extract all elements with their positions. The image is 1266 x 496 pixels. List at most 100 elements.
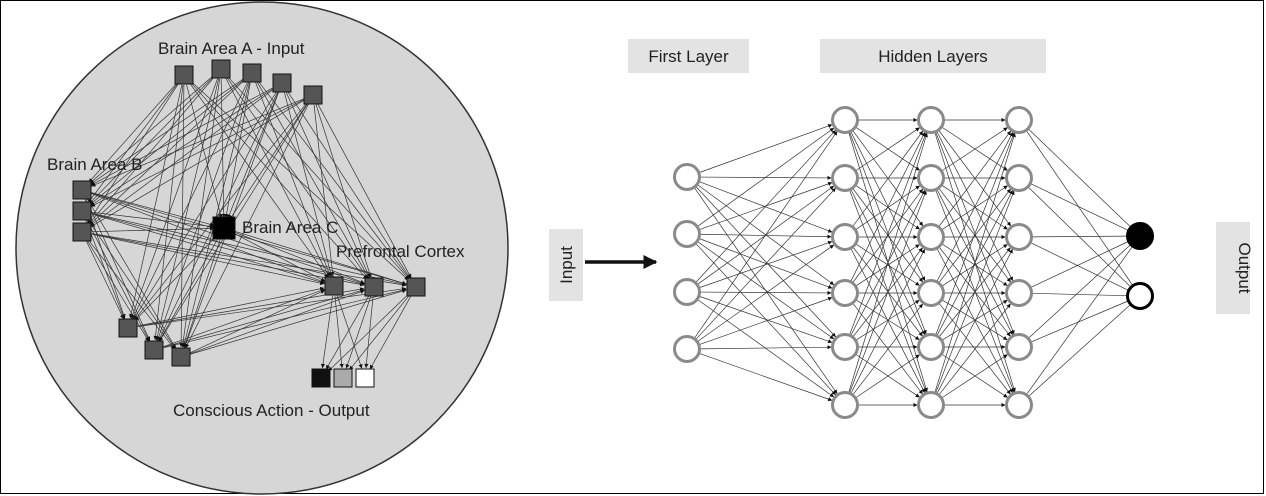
network-connection [855,354,921,399]
brain-connection [226,76,369,280]
brain-connection [91,193,325,283]
brain-connection [233,230,407,285]
brain-area-b-lower-node [144,340,164,360]
output-layer-node [1126,222,1154,250]
brain-connection [156,82,249,341]
output-label: Output [1235,242,1254,293]
brain-connection [87,219,176,349]
brain-connection [90,88,274,206]
brain-connection [91,211,215,229]
brain-connection [255,82,331,277]
network-connection [1027,128,1131,227]
network-connection [850,131,926,282]
brain-connection [91,192,215,227]
network-connection [941,127,1008,172]
brain-connection [233,231,365,284]
brain-connection [137,286,325,327]
brain-connection [91,213,325,284]
hidden-layer-node [831,391,859,419]
brain-connection [189,289,326,354]
brain-area-a-node [303,85,323,105]
brain-connection [134,234,218,322]
brain-connection [256,81,370,279]
network-connection [938,130,1012,228]
network-connection [855,126,921,171]
network-connection [852,303,924,396]
neural-network-panel: First Layer Hidden Layers Input Output [549,39,1254,419]
brain-connection [86,240,150,342]
hidden-layer-node [917,333,945,361]
first-layer-label-box [628,39,749,73]
first-layer-label: First Layer [648,47,729,66]
network-connection [698,295,833,344]
brain-connection [90,87,274,186]
brain-connection [182,82,250,348]
network-connection [941,243,1008,287]
network-connection [696,240,835,340]
brain-connection [189,82,329,279]
network-connection [941,354,1008,399]
network-connection [934,132,1016,394]
brain-connection [91,233,407,287]
network-connection [938,188,1012,284]
output-node [355,368,375,388]
network-connection [696,244,835,343]
hidden-layer-node [831,279,859,307]
brain-connection [91,212,407,286]
network-connection [938,303,1011,396]
brain-area-b-node [72,201,92,221]
brain-connection [91,233,325,286]
brain-connection [91,213,365,286]
network-connection [855,353,921,398]
hidden-layer-node [1005,164,1033,192]
brain-connection [91,192,407,286]
network-connection [941,353,1008,398]
brain-model-panel: Brain Area A - Input Brain Area B Brain … [15,1,509,495]
brain-connection [180,78,220,348]
brain-connection [334,295,344,369]
network-connection [852,130,924,228]
brain-connection [227,92,279,219]
brain-connection [133,102,308,321]
network-connection [698,240,833,289]
network-connection [848,132,928,394]
network-connection [855,299,920,341]
network-connection [936,248,1014,395]
brain-connection [163,288,325,347]
network-connection [695,187,837,341]
input-layer-node [673,220,701,248]
hidden-layer-node [1005,279,1033,307]
output-node [333,368,353,388]
input-layer-node [673,335,701,363]
brain-area-a-node [174,65,194,85]
input-label: Input [557,246,576,284]
prefrontal-cortex-node [364,277,384,297]
conscious-action-output-label: Conscious Action - Output [173,401,370,420]
network-connection [935,190,1015,394]
brain-connection [88,76,215,225]
brain-area-a-node [211,59,231,79]
output-label-box [1216,222,1250,314]
brain-connection [158,236,220,342]
network-connection [698,352,833,402]
brain-nodes [72,59,426,388]
brain-connection [133,91,277,320]
brain-connection [89,79,245,205]
network-connection [1025,246,1133,396]
brain-connection [90,99,305,228]
brain-connection [132,81,248,320]
hidden-layer-node [831,164,859,192]
brain-connection [89,75,214,184]
brain-area-b-label: Brain Area B [47,155,142,174]
network-connection [941,299,1008,341]
brain-connection [257,80,411,280]
hidden-layer-node [917,279,945,307]
prefrontal-cortex-label: Prefrontal Cortex [336,242,465,261]
brain-connection [87,82,179,204]
hidden-layer-node [831,333,859,361]
network-connection [852,188,924,284]
hidden-layers-label-box [820,39,1046,73]
brain-area-a-node [272,73,292,93]
